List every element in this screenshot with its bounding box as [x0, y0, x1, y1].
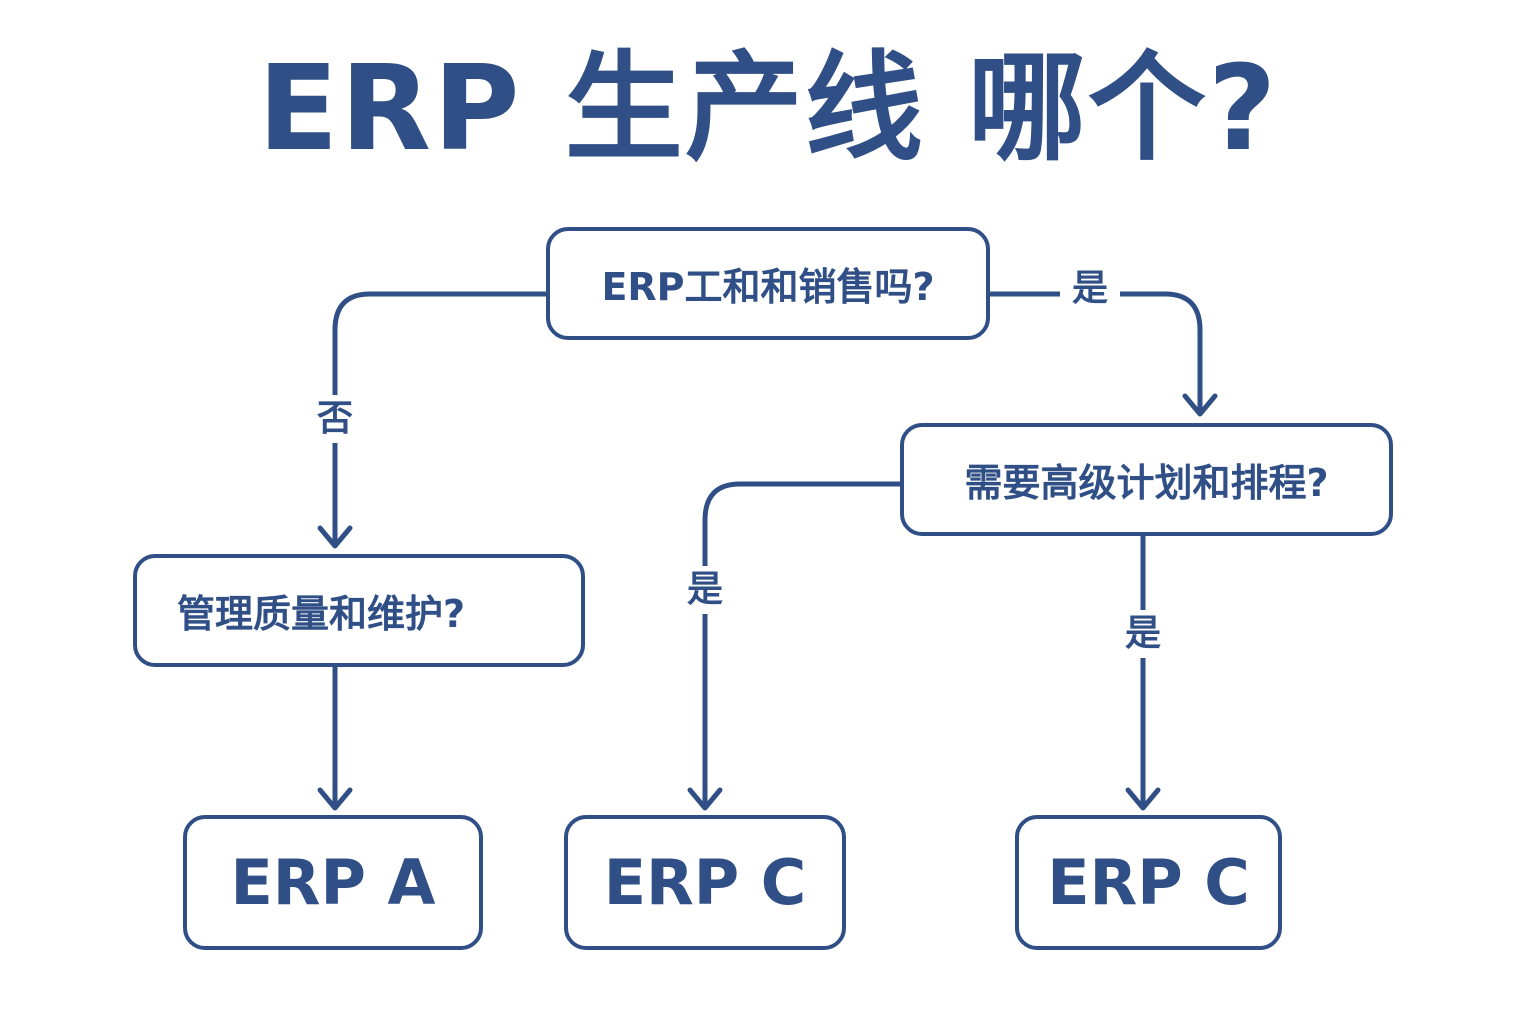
edge-q1-no [332, 291, 551, 548]
decision-node-quality: 管理质量和维护? [133, 554, 585, 667]
result-node-erp-c-right: ERP C [1015, 815, 1282, 950]
result-node-erp-a: ERP A [183, 815, 483, 950]
edge-label-no: 否 [311, 395, 359, 443]
result-label-erp-c-right: ERP C [1047, 846, 1250, 919]
decision-node-planning: 需要高级计划和排程? [900, 423, 1393, 536]
result-node-erp-c-left: ERP C [564, 815, 846, 950]
edge-label-yes-left: 是 [681, 566, 729, 614]
arrowhead-q1-no [317, 525, 353, 549]
result-label-erp-a: ERP A [230, 846, 436, 919]
arrowhead-q2-left-yes [687, 787, 723, 811]
arrowhead-q1-yes [1182, 393, 1218, 417]
diagram-title: ERP 生产线 哪个? [257, 39, 1279, 177]
decision-label-planning: 需要高级计划和排程? [964, 461, 1329, 505]
decision-label-quality: 管理质量和维护? [177, 592, 466, 636]
edge-label-yes-top: 是 [1060, 265, 1120, 313]
decision-label-sales: ERP工和和销售吗? [601, 265, 935, 309]
decision-node-sales: ERP工和和销售吗? [546, 227, 990, 340]
arrowhead-q3-down [317, 787, 353, 811]
arrowhead-q2-down-yes [1125, 787, 1161, 811]
edge-q1-yes [985, 291, 1203, 415]
edge-q2-left-yes [702, 481, 905, 809]
edge-label-yes-down: 是 [1119, 610, 1167, 658]
result-label-erp-c-left: ERP C [603, 846, 807, 919]
